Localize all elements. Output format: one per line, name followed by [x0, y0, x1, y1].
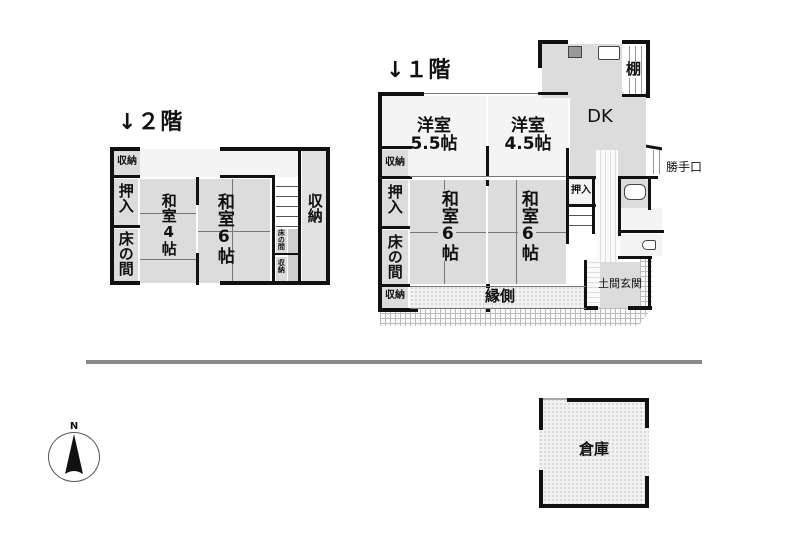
shelf-label: 棚: [626, 60, 642, 78]
storage-left-bottom-1f: 収納: [382, 286, 408, 308]
storage-left-top-label: 収納: [385, 157, 405, 168]
engawa: 縁側: [410, 286, 584, 308]
washitsu-6-label: 和室6帖: [213, 193, 234, 264]
verandah-deck: [380, 308, 652, 326]
entrance-doma: 土間玄関: [598, 262, 642, 308]
oshiire-2f: 押入: [114, 179, 138, 225]
storage-right-2f: 収納: [302, 151, 326, 281]
bath: [620, 180, 650, 208]
sink-icon: [598, 46, 620, 60]
oshiire-left-label: 押入: [385, 184, 404, 214]
toilet-icon: [642, 240, 656, 250]
tokonoma-1f: 床の間: [382, 230, 408, 284]
storage-left-bottom-label: 収納: [385, 290, 405, 301]
dk-label: DK: [587, 106, 613, 127]
oshiire-right-label: 押入: [571, 185, 591, 196]
warehouse: 倉庫: [539, 398, 649, 508]
youshitsu-55-name: 洋室: [417, 116, 451, 136]
washroom: [620, 208, 662, 232]
washitsu-6b-label: 和室6帖: [517, 190, 538, 261]
youshitsu-55-size: 5.5帖: [410, 134, 458, 154]
washitsu-6b-1f: 和室6帖: [488, 180, 566, 284]
compass-circle: [48, 432, 100, 482]
storage-top-label: 収納: [117, 156, 137, 167]
first-floor-label: ↓１階: [386, 58, 452, 83]
washitsu-4-2f: 和室4帖: [140, 179, 196, 283]
oshiire-label: 押入: [116, 183, 135, 213]
tokonoma-1f-label: 床の間: [385, 234, 404, 279]
first-floor-plan: 洋室 5.5帖 洋室 4.5帖 DK 棚 勝手口 収納 押入 床の間 和室6帖 …: [378, 40, 702, 330]
storage-top-2f: 収納: [114, 151, 140, 175]
compass: N: [46, 421, 102, 482]
tokonoma-2f: 床の間: [114, 229, 138, 281]
storage-left-top-1f: 収納: [382, 150, 408, 176]
shelf: 棚: [624, 46, 644, 96]
youshitsu-45-size: 4.5帖: [504, 134, 552, 154]
compass-north-label: N: [69, 421, 79, 432]
youshitsu-45: 洋室 4.5帖: [488, 96, 568, 176]
small-tokonoma-2f: 床の間: [276, 229, 287, 255]
stairs-1f: [568, 206, 592, 232]
hallway-1f: [596, 150, 618, 270]
kitchen-door-label: 勝手口: [666, 160, 703, 174]
second-floor-plan: 収納 押入 床の間 和室4帖 和室6帖 床の間 収納 収納: [110, 147, 330, 285]
small-storage-label: 収納: [277, 259, 286, 273]
washitsu-4-label: 和室4帖: [159, 193, 178, 256]
youshitsu-45-name: 洋室: [511, 116, 545, 136]
corridor-2f: [140, 149, 300, 177]
toilet: [620, 234, 662, 256]
washitsu-6-2f: 和室6帖: [198, 179, 270, 283]
oshiire-left-1f: 押入: [382, 180, 408, 226]
storage-right-label: 収納: [305, 193, 324, 223]
stairs-2f: [276, 177, 298, 227]
north-arrow-icon: [65, 434, 83, 474]
washitsu-6a-1f: 和室6帖: [410, 180, 486, 284]
tokonoma-label: 床の間: [116, 231, 135, 276]
stove-icon: [568, 46, 582, 58]
small-storage-2f: 収納: [276, 257, 287, 281]
warehouse-label: 倉庫: [578, 440, 609, 458]
site-separator-line: [86, 360, 702, 364]
second-floor-label: ↓２階: [118, 110, 184, 135]
bathtub-icon: [624, 184, 646, 200]
small-tokonoma-label: 床の間: [277, 229, 286, 250]
entrance-step: [584, 258, 600, 308]
washitsu-6a-label: 和室6帖: [437, 190, 458, 261]
oshiire-right-1f: 押入: [568, 180, 594, 204]
engawa-label: 縁側: [484, 287, 515, 305]
kitchen-door-step: [648, 150, 664, 174]
entrance-label: 土間玄関: [598, 277, 642, 290]
